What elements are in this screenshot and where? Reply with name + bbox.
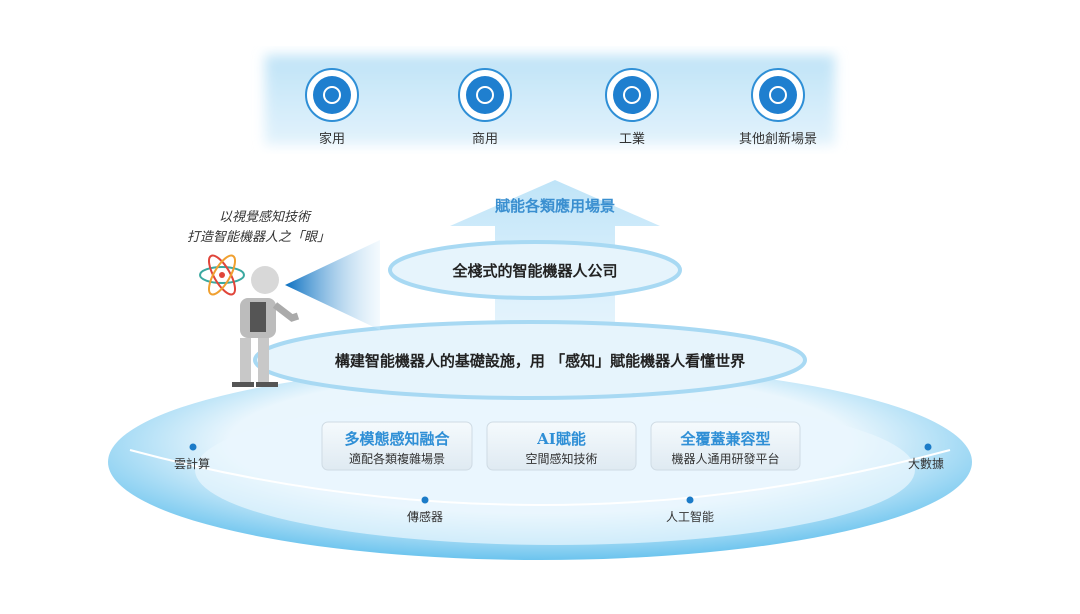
vision-caption-1: 以視覺感知技術 [219, 210, 312, 225]
foundation-ai: 人工智能 [666, 496, 714, 524]
scenario-label: 商用 [472, 132, 498, 147]
foundation-sensor: 傳感器 [407, 496, 443, 524]
level2-ellipse [253, 320, 807, 400]
level2-text: 構建智能機器人的基礎設施，用 「感知」賦能機器人看懂世界 [335, 352, 745, 370]
family-icon [313, 76, 351, 114]
svg-text:人工智能: 人工智能 [666, 509, 714, 524]
scenario-band [265, 55, 835, 145]
svg-text:傳感器: 傳感器 [407, 509, 443, 524]
robot-illustration [232, 266, 300, 387]
level1-ellipse [388, 240, 682, 300]
network-search-icon [759, 76, 797, 114]
scenario-label: 家用 [319, 131, 345, 147]
pillar-subtitle: 空間感知技術 [525, 451, 597, 466]
foundation-cloud: 雲計算 [174, 443, 210, 471]
level1-text: 全棧式的智能機器人公司 [451, 262, 617, 280]
svg-text:雲計算: 雲計算 [174, 456, 210, 471]
arrow-title: 賦能各類應用場景 [494, 197, 615, 215]
pillar-title: 多模態感知融合 [344, 430, 450, 448]
foundation-bigdata: 大數據 [908, 443, 944, 471]
scenario-item: 商用 [458, 68, 512, 147]
vision-caption-2: 打造智能機器人之「眼」 [187, 230, 330, 245]
pillar-subtitle: 機器人通用研發平台 [671, 451, 779, 466]
atom-icon [199, 254, 245, 296]
ring-line [129, 449, 951, 506]
scenario-item: 其他創新場景 [739, 68, 817, 147]
location-dollar-icon [466, 76, 504, 114]
pillar-title: AI賦能 [536, 430, 586, 448]
pillar-title: 全覆蓋兼容型 [679, 430, 770, 448]
pillar-subtitle: 適配各類複雜場景 [349, 451, 445, 466]
svg-text:大數據: 大數據 [908, 457, 944, 471]
scenario-item: 家用 [305, 68, 359, 147]
vision-beam [285, 240, 380, 330]
scenario-label: 其他創新場景 [739, 131, 817, 147]
factory-icon [613, 76, 651, 114]
scenario-label: 工業 [619, 131, 645, 147]
scenario-item: 工業 [605, 68, 659, 147]
